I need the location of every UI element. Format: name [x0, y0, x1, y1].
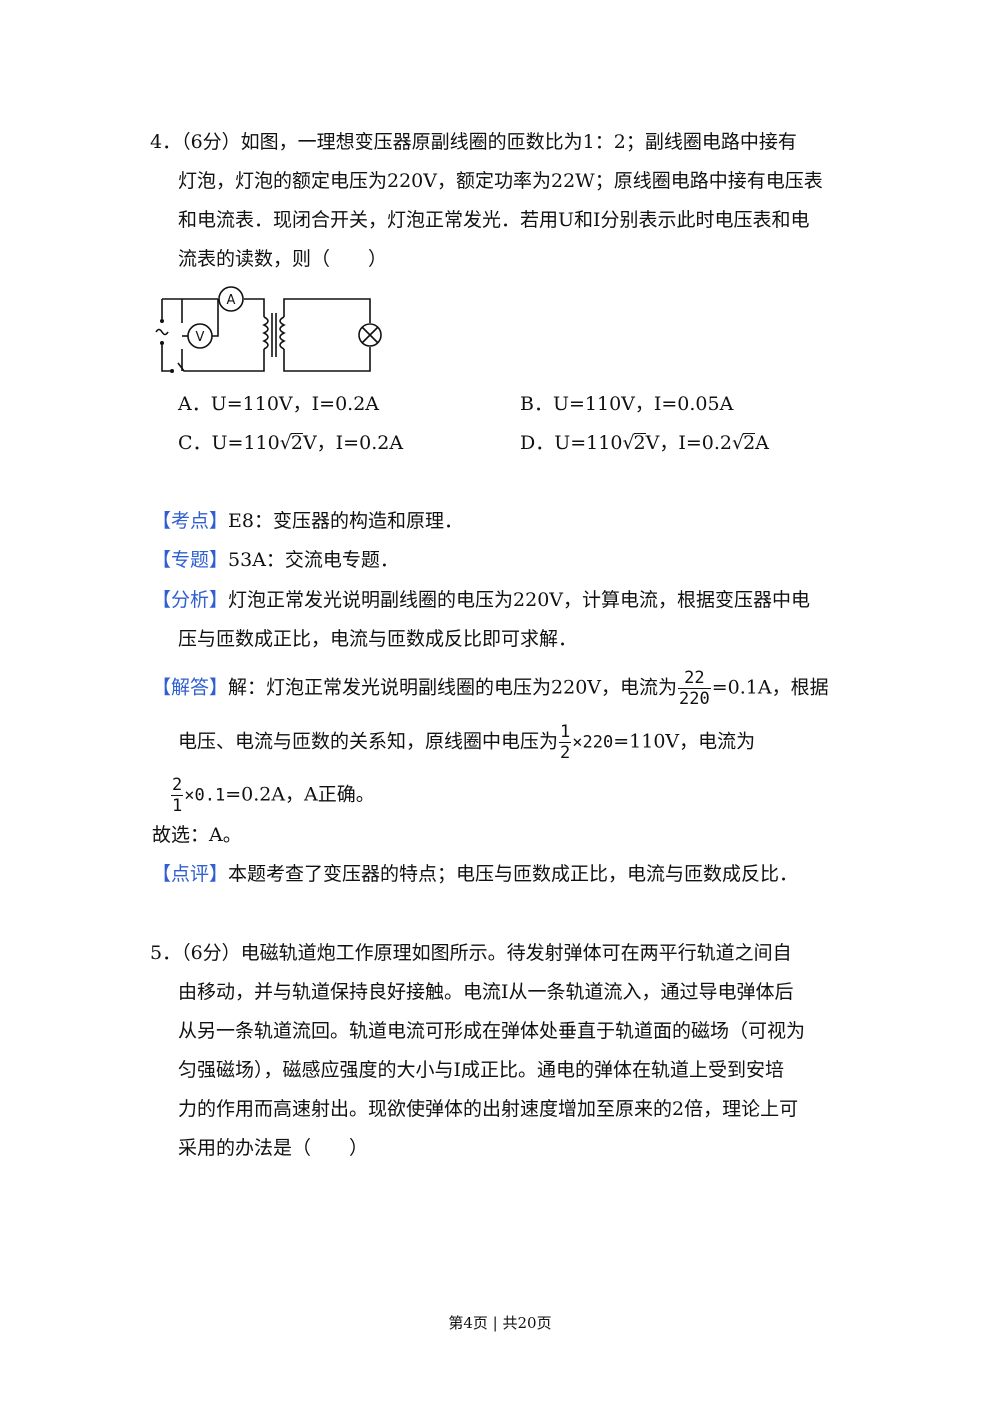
q5-line-4: 匀强磁场），磁感应强度的大小与I成正比。通电的弹体在轨道上受到安培: [178, 1059, 785, 1081]
sqrt-symbol: √: [279, 432, 292, 454]
jieda-text-1: 解：灯泡正常发光说明副线圈的电压为220V，电流为: [228, 676, 678, 699]
option-d-mid: V，I=0.2: [645, 432, 733, 454]
q5-line-6: 采用的办法是（ ）: [178, 1137, 369, 1159]
fenxi-line-2: 压与匝数成正比，电流与匝数成反比即可求解．: [178, 628, 578, 650]
fraction-denominator: 1: [172, 796, 183, 816]
q4-line-3: 和电流表．现闭合开关，灯泡正常发光．若用U和I分别表示此时电压表和电: [178, 209, 810, 231]
jieda-tag: 【解答】: [152, 676, 229, 699]
option-c-text: C．U=110: [178, 432, 280, 454]
kaodian-line: 【考点】E8：变压器的构造和原理．: [152, 509, 463, 533]
option-c-rest: V，I=0.2A: [302, 432, 404, 454]
option-a: A．U=110V，I=0.2A: [178, 393, 380, 415]
q5-line-3: 从另一条轨道流回。轨道电流可形成在弹体处垂直于轨道面的磁场（可视为: [178, 1020, 806, 1042]
option-c: C．U=110√2V，I=0.2A: [178, 431, 403, 455]
zhuanti-line: 【专题】53A：交流电专题．: [152, 548, 399, 572]
jieda-text-3-post: =0.2A，A正确。: [225, 783, 375, 806]
zhuanti-tag: 【专题】: [152, 549, 229, 571]
option-d-radicand-2: 2: [743, 432, 756, 454]
fraction-denominator: 220: [679, 689, 710, 709]
jieda-text-2: 电压、电流与匝数的关系知，原线圈中电压为: [178, 730, 559, 753]
fraction-numerator: 1: [559, 722, 572, 743]
transformer-circuit-diagram: A V: [155, 286, 382, 373]
fenxi-line-1: 【分析】灯泡正常发光说明副线圈的电压为220V，计算电流，根据变压器中电: [152, 588, 810, 612]
guxuan-line: 故选：A。: [152, 824, 242, 846]
q5-line-1: 5．（6分）电磁轨道炮工作原理如图所示。待发射弹体可在两平行轨道之间自: [150, 942, 792, 964]
option-d-text: D．U=110: [520, 432, 623, 454]
fraction-denominator: 2: [560, 743, 571, 763]
jieda-text-2-post: =110V，电流为: [613, 730, 756, 753]
kaodian-tag: 【考点】: [152, 510, 229, 532]
q4-line-1: 4．（6分）如图，一理想变压器原副线圈的匝数比为1：2；副线圈电路中接有: [150, 131, 797, 153]
sqrt-symbol: √: [622, 432, 635, 454]
option-c-radicand: 2: [290, 432, 303, 454]
jieda-times-01: ×0.1: [184, 785, 226, 806]
page-footer: 第4页 | 共20页: [448, 1314, 552, 1332]
option-d-radicand-1: 2: [633, 432, 646, 454]
voltmeter-label: V: [196, 330, 205, 345]
ammeter-label: A: [227, 293, 236, 308]
q4-line-4: 流表的读数，则（ ）: [178, 248, 388, 270]
fenxi-tag: 【分析】: [152, 589, 229, 611]
zhuanti-text: 53A：交流电专题．: [228, 549, 399, 571]
q5-line-2: 由移动，并与轨道保持良好接触。电流I从一条轨道流入，通过导电弹体后: [178, 981, 794, 1003]
fenxi-text-1: 灯泡正常发光说明副线圈的电压为220V，计算电流，根据变压器中电: [228, 589, 811, 611]
option-d: D．U=110√2V，I=0.2√2A: [520, 431, 769, 455]
jieda-text-1-post: =0.1A，根据: [711, 676, 829, 699]
sqrt-symbol: √: [732, 432, 745, 454]
option-b: B．U=110V，I=0.05A: [520, 393, 734, 415]
q4-line-2: 灯泡，灯泡的额定电压为220V，额定功率为22W；原线圈电路中接有电压表: [178, 170, 823, 192]
dianping-line: 【点评】本题考查了变压器的特点；电压与匝数成正比，电流与匝数成反比．: [152, 862, 798, 886]
fraction-numerator: 2: [171, 775, 184, 796]
q5-line-5: 力的作用而高速射出。现欲使弹体的出射速度增加至原来的2倍，理论上可: [178, 1098, 799, 1120]
jieda-times-220: ×220: [572, 732, 614, 753]
dianping-text: 本题考查了变压器的特点；电压与匝数成正比，电流与匝数成反比．: [228, 863, 799, 885]
option-d-rest: A: [755, 432, 769, 454]
fraction-numerator: 22: [678, 668, 711, 689]
dianping-tag: 【点评】: [152, 863, 229, 885]
kaodian-text: E8：变压器的构造和原理．: [228, 510, 463, 532]
